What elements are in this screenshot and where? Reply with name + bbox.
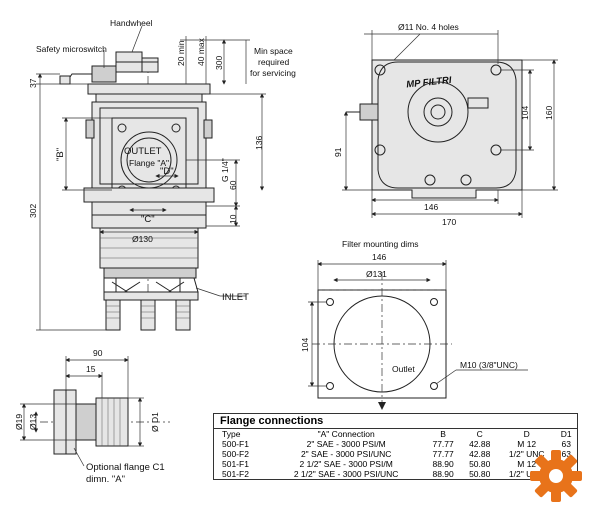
min-space-line-2: required	[258, 57, 289, 67]
dim-13: Ø13	[28, 414, 38, 430]
header-c: C	[476, 429, 483, 439]
dim-104: 104	[520, 106, 530, 120]
optional-flange-line-1: Optional flange C1	[86, 462, 165, 473]
cell-connection: 2" SAE - 3000 PSI/UNC	[300, 449, 392, 459]
cell-type: 501-F1	[222, 459, 249, 469]
dim-f131: Ø131	[366, 269, 387, 279]
cell-d: 1/2" UNC	[508, 469, 545, 479]
outlet-label: OUTLET	[124, 146, 162, 157]
cell-d: M 12	[517, 459, 537, 469]
dim-c-label: "C"	[141, 214, 155, 225]
front-view-labels: Handwheel Safety microswitch Min space r…	[28, 18, 296, 303]
handwheel-label: Handwheel	[110, 18, 153, 28]
header-b: B	[440, 429, 446, 439]
dim-130: Ø130	[132, 234, 153, 244]
cell-type: 501-F2	[222, 469, 249, 479]
dim-146: 146	[424, 202, 438, 212]
cell-b: 88.90	[432, 469, 454, 479]
gear-logo-icon	[530, 450, 582, 502]
dim-302: 302	[28, 204, 38, 218]
cell-d1: 63	[561, 449, 571, 459]
dim-20min: 20 min	[176, 40, 186, 66]
safety-switch-label: Safety microswitch	[36, 44, 107, 54]
table-header-row: Type "A" Connection B C D D1	[214, 429, 577, 439]
cell-connection: 2" SAE - 3000 PSI/M	[306, 439, 386, 449]
min-space-line-3: for servicing	[250, 68, 296, 78]
cell-b: 88.90	[432, 459, 454, 469]
brand-text: MP FILTRI	[406, 75, 453, 91]
table-grid: Type "A" Connection B C D D1 500-F1 2" S…	[214, 429, 577, 479]
holes-label: Ø11 No. 4 holes	[398, 22, 459, 32]
header-connection: "A" Connection	[317, 429, 375, 439]
flange-connections-table: Flange connections Type "A" Connection B…	[213, 413, 578, 480]
cell-c: 50.80	[469, 459, 491, 469]
dim-91: 91	[333, 147, 343, 157]
cell-type: 500-F1	[222, 439, 249, 449]
dim-d1: Ø D1	[150, 412, 160, 432]
header-d: D	[523, 429, 530, 439]
cell-c: 42.88	[469, 439, 491, 449]
m10-label: M10 (3/8"UNC)	[460, 360, 518, 370]
dim-60: 60	[228, 180, 238, 190]
cell-b: 77.77	[432, 439, 454, 449]
dim-90: 90	[93, 348, 103, 358]
cell-d: 1/2" UNC	[508, 449, 545, 459]
outlet-small-label: Outlet	[392, 364, 415, 374]
cell-d1: 63	[561, 439, 571, 449]
cell-connection: 2 1/2" SAE - 3000 PSI/M	[299, 459, 393, 469]
flange-a-label: Flange "A"	[129, 158, 169, 168]
dim-37: 37	[28, 78, 38, 88]
filter-mounting-labels: Filter mounting dims 146 Ø131 104 Outlet…	[300, 239, 518, 374]
table-row: 501-F1 2 1/2" SAE - 3000 PSI/M 88.90 50.…	[214, 459, 577, 469]
table-row: 500-F1 2" SAE - 3000 PSI/M 77.77 42.88 M…	[214, 439, 577, 449]
optional-flange-line-2: dimn. "A"	[86, 474, 125, 485]
table-row: 500-F2 2" SAE - 3000 PSI/UNC 77.77 42.88…	[214, 449, 577, 459]
g-quarter-label: G 1/4"	[220, 158, 230, 182]
cell-d: M 12	[517, 439, 537, 449]
dim-170: 170	[442, 217, 456, 227]
cell-c: 50.80	[469, 469, 491, 479]
dim-40max: 40 max	[196, 37, 206, 66]
filter-mounting-label: Filter mounting dims	[342, 239, 419, 249]
dim-d-label: "D"	[160, 166, 174, 177]
dim-136: 136	[254, 136, 264, 150]
dim-f104: 104	[300, 338, 310, 352]
front-view	[36, 25, 266, 331]
inlet-label: INLET	[222, 292, 249, 303]
cell-c: 42.88	[469, 449, 491, 459]
header-d1: D1	[560, 429, 572, 439]
optional-flange-view	[20, 356, 170, 467]
dim-160: 160	[544, 106, 554, 120]
min-space-line-1: Min space	[254, 46, 293, 56]
table-row: 501-F2 2 1/2" SAE - 3000 PSI/UNC 88.90 5…	[214, 469, 577, 479]
dim-f146: 146	[372, 252, 386, 262]
dim-300: 300	[214, 56, 224, 70]
dim-15: 15	[86, 364, 96, 374]
top-view-labels: Ø11 No. 4 holes 146 170 104 160 91	[333, 22, 554, 227]
cell-type: 500-F2	[222, 449, 249, 459]
filter-mounting-view	[308, 260, 528, 410]
cell-connection: 2 1/2" SAE - 3000 PSI/UNC	[293, 469, 399, 479]
dim-19: Ø19	[14, 414, 24, 430]
optional-flange-labels: 90 15 Ø19 Ø13 Ø D1 Optional flange C1 di…	[14, 348, 165, 485]
table-title: Flange connections	[214, 414, 577, 429]
cell-b: 77.77	[432, 449, 454, 459]
header-type: Type	[222, 429, 241, 439]
dim-b-label: "B"	[55, 148, 66, 161]
top-view: MP FILTRI	[342, 30, 558, 218]
dim-10: 10	[228, 214, 238, 224]
